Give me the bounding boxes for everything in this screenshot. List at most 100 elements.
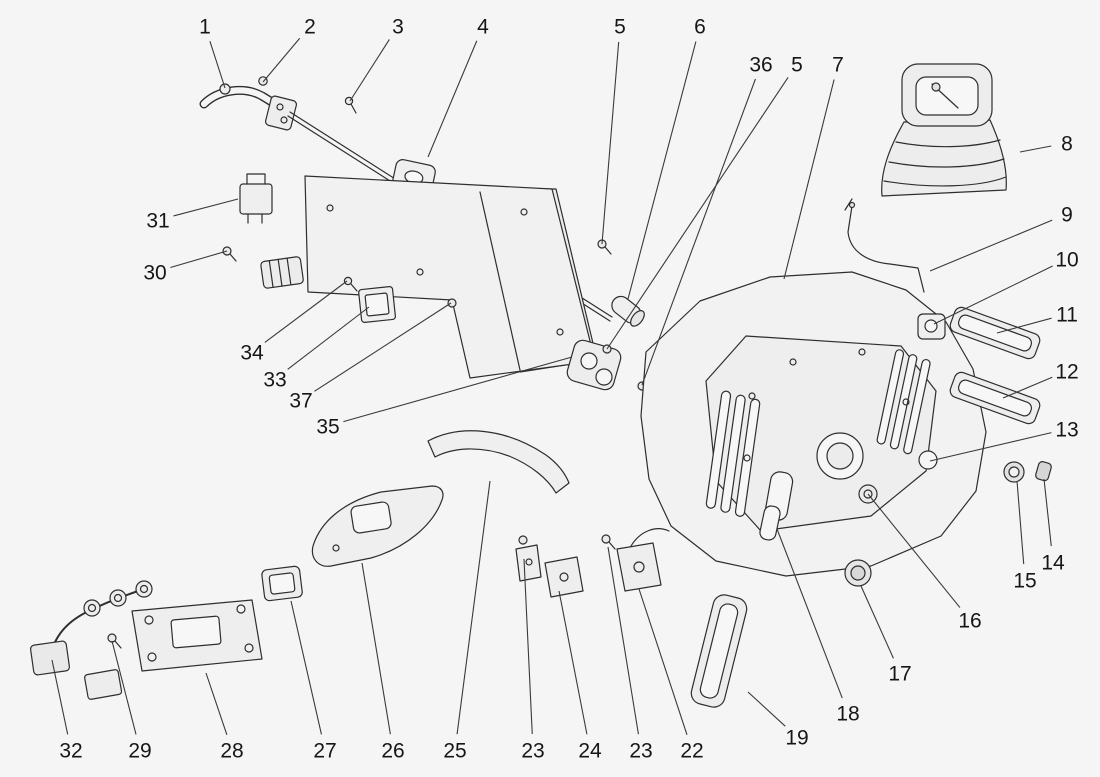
callout-label-7: 7 [832,53,844,76]
callout-label-33: 33 [263,368,286,391]
callout-label-29: 29 [128,739,151,762]
callout-label-12: 12 [1055,360,1078,383]
callout-label-4: 4 [477,15,489,38]
leader-line-17 [860,585,894,659]
leader-line-22 [638,588,688,735]
leader-line-13 [929,432,1052,462]
leader-line-2 [262,37,301,83]
part-bracket-24 [544,556,584,598]
leader-line-3 [349,39,390,102]
leader-line-31 [173,198,239,217]
leader-line-4 [427,40,478,158]
leader-line-11 [996,317,1052,334]
callout-label-17: 17 [888,662,911,685]
part-trim-strip-lower [949,371,1041,425]
part-handle-tube [199,76,297,131]
callout-label-5a: 5 [614,15,626,38]
callout-label-9: 9 [1061,203,1073,226]
part-support-rod [844,198,925,293]
callout-label-16: 16 [958,609,981,632]
callout-label-1: 1 [199,15,211,38]
leader-line-36 [641,78,756,386]
callout-label-3: 3 [392,15,404,38]
callout-label-2: 2 [304,15,316,38]
callout-label-34: 34 [240,341,264,364]
part-console-trim-long [427,430,570,494]
leader-line-5a [601,41,620,245]
part-screw-23 [601,534,616,550]
part-knob-small [1003,461,1052,483]
part-wire-harness [30,580,153,676]
leader-line-1 [209,41,226,89]
part-bracket-23 [515,535,542,582]
leader-line-10 [933,265,1053,325]
callout-label-8: 8 [1061,132,1073,155]
callout-label-5b: 5 [791,53,803,76]
drawing-layer [30,63,1052,708]
part-shift-boot [881,63,1007,197]
leader-line-32 [51,659,69,735]
callout-label-6: 6 [694,15,706,38]
leader-line-12 [1002,376,1053,399]
callout-label-25: 25 [443,739,466,762]
part-bracket-22 [616,528,670,592]
callout-label-24: 24 [578,739,602,762]
leader-line-14 [1043,478,1052,547]
callout-label-11: 11 [1056,303,1078,326]
leader-line-26 [361,562,391,735]
leader-line-6 [627,41,697,300]
console-right-vents [876,349,931,455]
leader-line-24 [558,590,588,735]
callout-label-27: 27 [313,739,336,762]
part-screw-29 [107,633,122,649]
part-round-knob [844,559,872,587]
part-module [358,286,396,323]
callout-label-23a: 23 [521,739,544,762]
part-switch-blank [261,565,303,602]
part-console-trim-short [311,485,444,567]
console-left-vents [705,390,761,517]
leader-line-34 [264,280,348,343]
callout-label-10: 10 [1055,248,1078,271]
leader-line-23b [607,546,639,735]
callout-label-14: 14 [1041,551,1065,574]
callout-label-13: 13 [1055,418,1078,441]
callout-label-28: 28 [220,739,243,762]
part-trim-strip-upper [949,306,1041,360]
leader-line-35 [343,356,573,423]
leader-line-28 [205,672,228,736]
leader-line-33 [287,306,370,370]
part-screw-30 [222,246,237,262]
part-relay [239,173,273,224]
callout-label-31: 31 [146,209,169,232]
callout-label-30: 30 [143,261,166,284]
leader-line-7 [783,79,835,280]
leader-line-23a [523,558,533,735]
part-screw-34 [343,276,358,292]
callout-label-35: 35 [316,415,339,438]
leader-line-19 [747,691,786,727]
leader-line-8 [1019,145,1052,153]
callout-label-19: 19 [785,726,808,749]
part-support-panel [304,175,598,379]
part-ribbed-connector [260,256,304,289]
leader-line-16 [867,493,961,608]
callout-label-18: 18 [836,702,859,725]
leader-line-9 [929,219,1053,272]
leader-line-37 [314,302,452,392]
leader-line-25 [456,480,491,735]
leader-line-29 [111,640,137,735]
callout-label-23b: 23 [629,739,652,762]
callout-label-37: 37 [289,389,312,412]
callout-label-26: 26 [381,739,404,762]
callout-label-22: 22 [680,739,703,762]
part-mount-bracket [84,599,263,700]
leader-line-15 [1016,480,1025,565]
part-console-body [640,271,987,577]
part-cylinder [611,295,645,327]
callout-label-36: 36 [749,53,772,76]
leader-line-30 [170,250,228,269]
leader-line-5b [606,77,789,350]
